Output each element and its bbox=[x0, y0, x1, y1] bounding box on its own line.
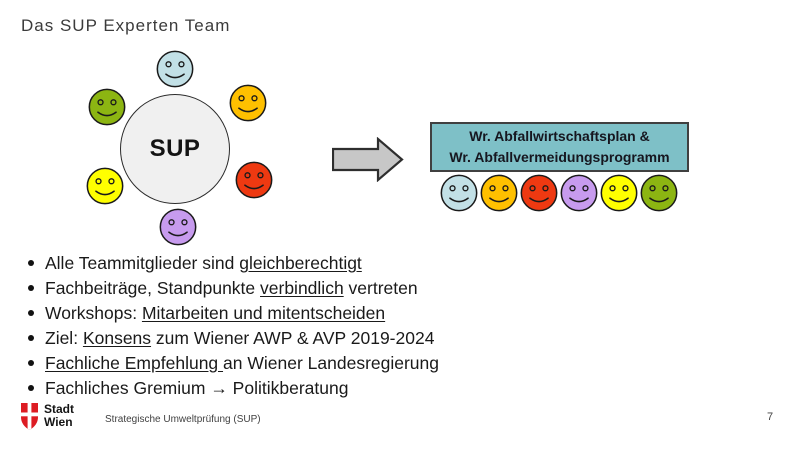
bullet-text: Workshops: bbox=[45, 303, 142, 323]
bullet-item: Alle Teammitglieder sind gleichberechtig… bbox=[26, 251, 766, 276]
sup-hub-label: SUP bbox=[149, 135, 201, 162]
bullet-dot bbox=[28, 335, 34, 341]
bullet-text: Konsens bbox=[82, 328, 152, 348]
bullet-dot bbox=[28, 385, 34, 391]
result-plan-box: Wr. Abfallwirtschaftsplan & Wr. Abfallve… bbox=[430, 122, 689, 172]
right-arrow-icon bbox=[331, 136, 404, 183]
bullet-text: Alle Teammitglieder sind bbox=[45, 253, 240, 273]
bullet-item: Workshops: Mitarbeiten und mitentscheide… bbox=[26, 301, 766, 326]
bullet-item: Fachliches Gremium → Politikberatung bbox=[26, 376, 766, 401]
bullet-text: gleichberechtigt bbox=[239, 253, 362, 273]
smiley-bottom-icon bbox=[159, 208, 197, 246]
smiley-lower-left-icon bbox=[86, 167, 124, 205]
bullet-list: Alle Teammitglieder sind gleichberechtig… bbox=[26, 251, 766, 401]
logo-text-line2: Wien bbox=[44, 415, 73, 429]
result-smiley-6-icon bbox=[640, 174, 678, 212]
logo-text-line1: Stadt bbox=[44, 402, 74, 416]
bullet-text: zum Wiener AWP & AVP 2019-2024 bbox=[151, 328, 435, 348]
result-smiley-row bbox=[440, 174, 678, 212]
bullet-text: Mitarbeiten und mitentscheiden bbox=[141, 303, 386, 323]
smiley-upper-right-icon bbox=[229, 84, 267, 122]
smiley-lower-right-icon bbox=[235, 161, 273, 199]
result-box-line1: Wr. Abfallwirtschaftsplan & bbox=[469, 128, 650, 144]
sup-hub-circle: SUP bbox=[120, 94, 230, 204]
bullet-text: verbindlich bbox=[260, 278, 344, 298]
stadt-wien-logo-text: Stadt Wien bbox=[44, 403, 74, 429]
result-smiley-3-icon bbox=[520, 174, 558, 212]
bullet-dot bbox=[28, 285, 34, 291]
smiley-upper-left-icon bbox=[88, 88, 126, 126]
bullet-text: Fachliches Gremium → Politikberatung bbox=[45, 378, 349, 398]
slide-title: Das SUP Experten Team bbox=[21, 16, 231, 35]
result-smiley-1-icon bbox=[440, 174, 478, 212]
result-smiley-5-icon bbox=[600, 174, 638, 212]
result-smiley-2-icon bbox=[480, 174, 518, 212]
bullet-text: vertreten bbox=[343, 278, 418, 298]
bullet-text: an Wiener Landesregierung bbox=[223, 353, 440, 373]
result-box-line2: Wr. Abfallvermeidungsprogramm bbox=[449, 149, 670, 165]
bullet-text: Fachbeiträge, Standpunkte bbox=[45, 278, 261, 298]
smiley-top-icon bbox=[156, 50, 194, 88]
bullet-item: Fachliche Empfehlung an Wiener Landesreg… bbox=[26, 351, 766, 376]
bullet-item: Fachbeiträge, Standpunkte verbindlich ve… bbox=[26, 276, 766, 301]
bullet-text: Ziel: bbox=[45, 328, 83, 348]
page-number: 7 bbox=[766, 411, 774, 423]
bullet-text: Fachliche Empfehlung bbox=[45, 353, 224, 373]
footer-note: Strategische Umweltprüfung (SUP) bbox=[105, 414, 261, 425]
stadt-wien-logo-icon bbox=[20, 402, 39, 431]
bullet-dot bbox=[28, 260, 34, 266]
result-smiley-4-icon bbox=[560, 174, 598, 212]
bullet-item: Ziel: Konsens zum Wiener AWP & AVP 2019-… bbox=[26, 326, 766, 351]
bullet-dot bbox=[28, 360, 34, 366]
bullet-dot bbox=[28, 310, 34, 316]
